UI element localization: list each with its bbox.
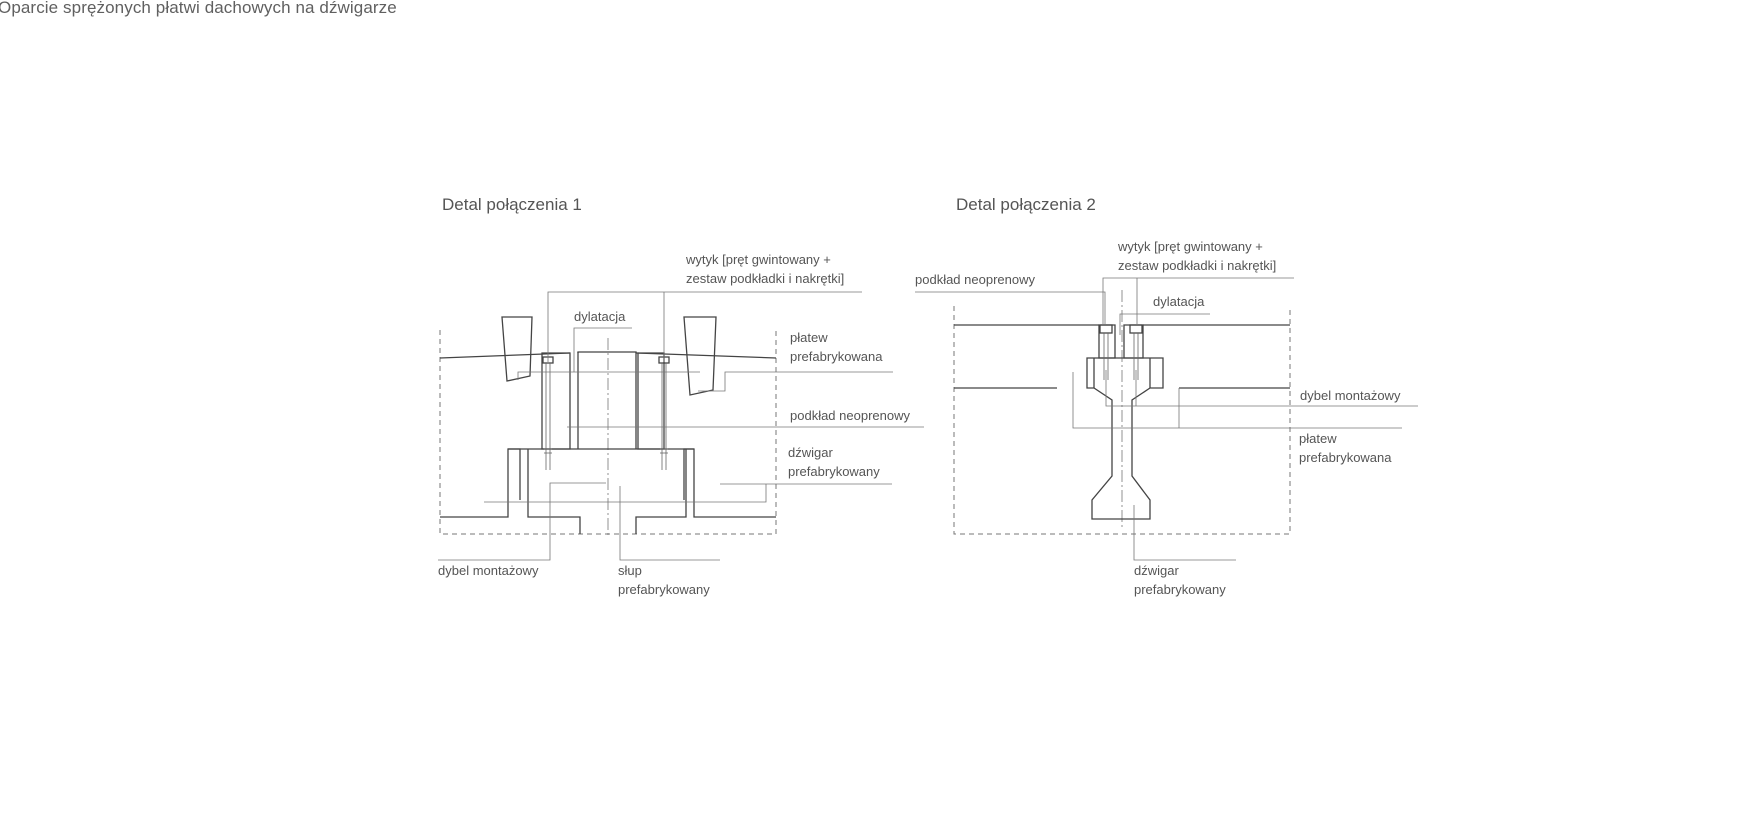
column-section [527, 449, 687, 534]
leader-slup [619, 486, 720, 561]
detail-2-heading: Detal połączenia 2 [956, 195, 1096, 214]
d1-label-dybel: dybel montażowy [438, 563, 539, 578]
d2-label-wytyk-1: wytyk [pręt gwintowany + [1117, 239, 1263, 254]
leader-dzwigar [484, 483, 892, 503]
d1-label-podklad: podkład neoprenowy [790, 408, 910, 423]
detail-2-outline [953, 306, 1291, 535]
d1-label-wytyk-2: zestaw podkładki i nakrętki] [686, 271, 844, 286]
purlin-end-right [683, 316, 717, 396]
d2-leader-podklad [915, 291, 1106, 324]
girder-block-right [637, 352, 665, 450]
d1-label-platew-1: płatew [790, 330, 828, 345]
d2-leader-platew [1072, 372, 1402, 429]
d2-leader-dylatacja [1119, 313, 1210, 335]
girder-t-section [1086, 357, 1164, 520]
block-right [1123, 324, 1144, 359]
threaded-rod-d2-right [1129, 324, 1143, 380]
d1-label-dzwigar-2: prefabrykowany [788, 464, 880, 479]
page-title: Oparcie sprężonych płatwi dachowych na d… [0, 0, 397, 17]
d2-leader-wytyk [1102, 277, 1294, 325]
girder-inner-right [683, 448, 694, 500]
leader-dylatacja [573, 327, 632, 372]
d1-label-slup-1: słup [618, 563, 642, 578]
d1-label-platew-2: prefabrykowana [790, 349, 883, 364]
d2-leader-dzwigar [1133, 505, 1236, 561]
d2-label-platew-1: płatew [1299, 431, 1337, 446]
d2-label-podklad: podkład neoprenowy [915, 272, 1035, 287]
d2-label-dylatacja: dylatacja [1153, 294, 1205, 309]
d2-label-platew-2: prefabrykowana [1299, 450, 1392, 465]
purlin-end-left [501, 316, 533, 382]
d2-label-dybel: dybel montażowy [1300, 388, 1401, 403]
leader-dybel [438, 482, 606, 561]
d2-label-dzwigar-2: prefabrykowany [1134, 582, 1226, 597]
d1-label-wytyk-1: wytyk [pręt gwintowany + [685, 252, 831, 267]
girder-inner-left [508, 448, 521, 500]
leader-wytyk [547, 291, 862, 362]
threaded-rod-left [542, 356, 554, 470]
d2-label-wytyk-2: zestaw podkładki i nakrętki] [1118, 258, 1276, 273]
threaded-rod-d2-left [1099, 324, 1113, 380]
detail-1: Detal połączenia 1 [438, 195, 924, 597]
detail-1-heading: Detal połączenia 1 [442, 195, 582, 214]
detail-2: Detal połączenia 2 podkład neopr [915, 195, 1418, 597]
gap-sides [577, 352, 637, 449]
purlin-right [635, 352, 777, 359]
d1-label-dzwigar-1: dźwigar [788, 445, 833, 460]
girder-t-inner [1093, 358, 1151, 388]
d1-label-dylatacja: dylatacja [574, 309, 626, 324]
d1-label-slup-2: prefabrykowany [618, 582, 710, 597]
d2-leader-dybel [1105, 370, 1418, 407]
d2-label-dzwigar-1: dźwigar [1134, 563, 1179, 578]
leader-platew [517, 371, 893, 392]
gap-top [577, 351, 637, 353]
